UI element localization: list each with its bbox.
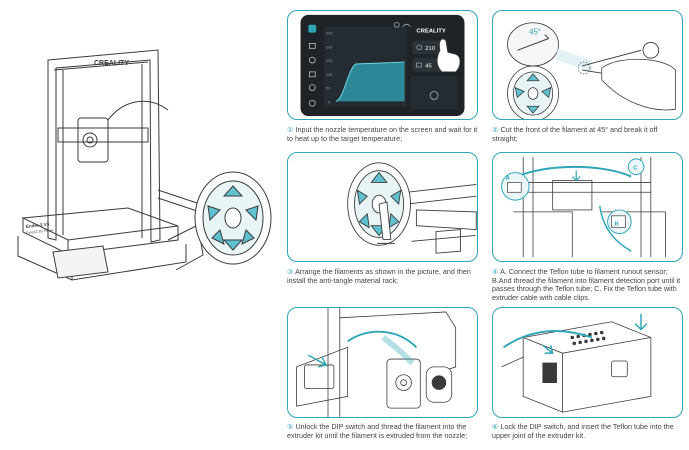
y-tick: 150 — [326, 58, 333, 63]
y-tick: 200 — [326, 44, 333, 49]
user-icon — [308, 99, 316, 107]
angle-label: 45° — [529, 28, 541, 37]
nozzle-icon — [416, 44, 423, 51]
printer-submodel: CoreXZ 3D Printer — [26, 228, 55, 235]
wifi-icon — [402, 23, 411, 27]
y-tick: 100 — [326, 72, 333, 77]
step1-image: 260 200 150 100 50 0 CREALITY 210 45 — [287, 10, 478, 120]
home-icon — [308, 24, 317, 33]
step3-image — [287, 152, 478, 262]
step2-image: 45° — [492, 10, 683, 120]
step5-caption: ⑤ Unlock the DIP switch and thread the f… — [287, 422, 468, 440]
settings-icon — [308, 56, 316, 64]
nozzle-temp[interactable]: 210 — [425, 46, 436, 52]
fan-icon — [429, 91, 439, 100]
hand-icon — [601, 58, 676, 111]
step6-caption: ⑥ Lock the DIP switch, and insert the Te… — [492, 422, 674, 440]
printer-illustration: CREALITY Ender-3 V3 CoreXZ 3D Printer — [17, 49, 272, 281]
y-tick: 260 — [326, 31, 333, 36]
step2-caption: ② Cut the front of the filament at 45° a… — [492, 125, 658, 143]
arrow-down-icon — [571, 170, 581, 182]
vent-grid — [570, 330, 606, 346]
label-c: C — [633, 166, 638, 172]
adjust-icon — [308, 43, 316, 49]
y-tick: 0 — [328, 99, 331, 104]
folder-icon — [308, 71, 316, 78]
finger-icon — [436, 38, 461, 73]
step3-caption: ③ Arrange the filaments as shown in the … — [287, 267, 471, 285]
y-tick: 50 — [326, 86, 331, 91]
printer-brand: CREALITY — [94, 60, 129, 67]
arrow-down-icon — [634, 313, 648, 331]
step1-caption: ① Input the nozzle temperature on the sc… — [287, 125, 478, 143]
bed-temp[interactable]: 45 — [425, 63, 432, 69]
tool-icon — [308, 84, 316, 91]
label-a: A — [506, 176, 511, 182]
touchscreen-illustration: 260 200 150 100 50 0 CREALITY 210 45 — [300, 14, 465, 117]
spool-icon — [507, 65, 559, 119]
arrow-down-icon — [542, 344, 554, 354]
bed-icon — [416, 62, 422, 68]
step6-image — [492, 307, 683, 418]
screen-brand: CREALITY — [416, 29, 445, 35]
label-b: B — [615, 222, 619, 228]
arrow-icon — [308, 354, 328, 368]
printer-model: Ender-3 V3 — [26, 222, 50, 229]
step4-image: A B C — [492, 152, 683, 262]
step5-image — [287, 307, 478, 418]
step4-caption: ④ A. Connect the Teflon tube to filament… — [492, 267, 681, 302]
light-icon — [393, 21, 400, 28]
